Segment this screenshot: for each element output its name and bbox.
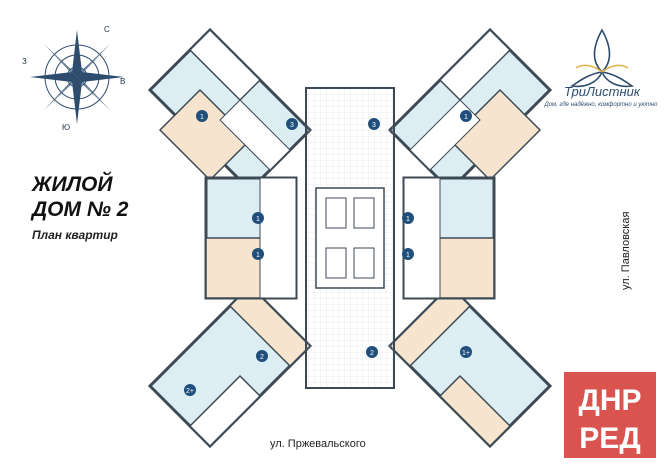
svg-text:РЕД: РЕД [579, 422, 640, 455]
apt-label-2: 3 [290, 122, 294, 129]
apt-badge-12 [460, 346, 472, 358]
street-label-bottom: ул. Пржевальского [270, 438, 366, 450]
apt-badge-11 [184, 384, 196, 396]
apt-label-12: 1+ [462, 350, 470, 357]
apt-label-11: 2+ [186, 388, 194, 395]
apt-badge-3 [368, 118, 380, 130]
page-subtitle: План квартир [32, 228, 118, 242]
compass-east: В [120, 77, 125, 86]
compass-north: С [104, 25, 110, 34]
page-title: ЖИЛОЙ ДОМ № 2 [32, 172, 128, 222]
apt-badge-7 [252, 248, 264, 260]
watermark-badge: ДНР РЕД [560, 370, 660, 460]
apt-label-8: 1 [406, 252, 410, 259]
svg-text:ДНР: ДНР [578, 384, 641, 417]
apt-badge-8 [402, 248, 414, 260]
apt-label-4: 1 [464, 114, 468, 121]
wing-bottom-right [387, 283, 553, 449]
apt-badge-2 [286, 118, 298, 130]
apt-label-7: 1 [256, 252, 260, 259]
apt-label-5: 1 [256, 216, 260, 223]
apt-label-9: 2 [260, 354, 264, 361]
core-right [402, 176, 496, 300]
apt-label-3: 3 [372, 122, 376, 129]
apt-label-6: 1 [406, 216, 410, 223]
core-left [204, 176, 298, 300]
apt-label-1: 1 [200, 114, 204, 121]
compass-south: Ю [62, 123, 70, 132]
apt-badge-10 [366, 346, 378, 358]
apt-label-10: 2 [370, 350, 374, 357]
apt-badge-5 [252, 212, 264, 224]
wing-top-right [387, 27, 553, 193]
apt-badge-4 [460, 110, 472, 122]
wing-bottom-left [147, 283, 313, 449]
wing-top-left [147, 27, 313, 193]
floor-plan: 1 3 3 1 1 1 1 1 2 2 2+ 1+ [140, 27, 560, 449]
compass-rose: С В Ю З [22, 22, 132, 132]
logo [548, 20, 656, 130]
compass-west: З [22, 57, 27, 66]
street-label-right: ул. Павловская [620, 211, 632, 290]
apt-badge-9 [256, 350, 268, 362]
stair-core [305, 87, 395, 389]
logo-name: ТриЛистник [564, 84, 640, 99]
logo-tagline: Дом, где надёжно, комфортно и уютно [544, 102, 658, 108]
apt-badge-6 [402, 212, 414, 224]
apt-badge-1 [196, 110, 208, 122]
title-line-1: ЖИЛОЙ [32, 173, 113, 196]
title-line-2: ДОМ № 2 [32, 198, 129, 221]
